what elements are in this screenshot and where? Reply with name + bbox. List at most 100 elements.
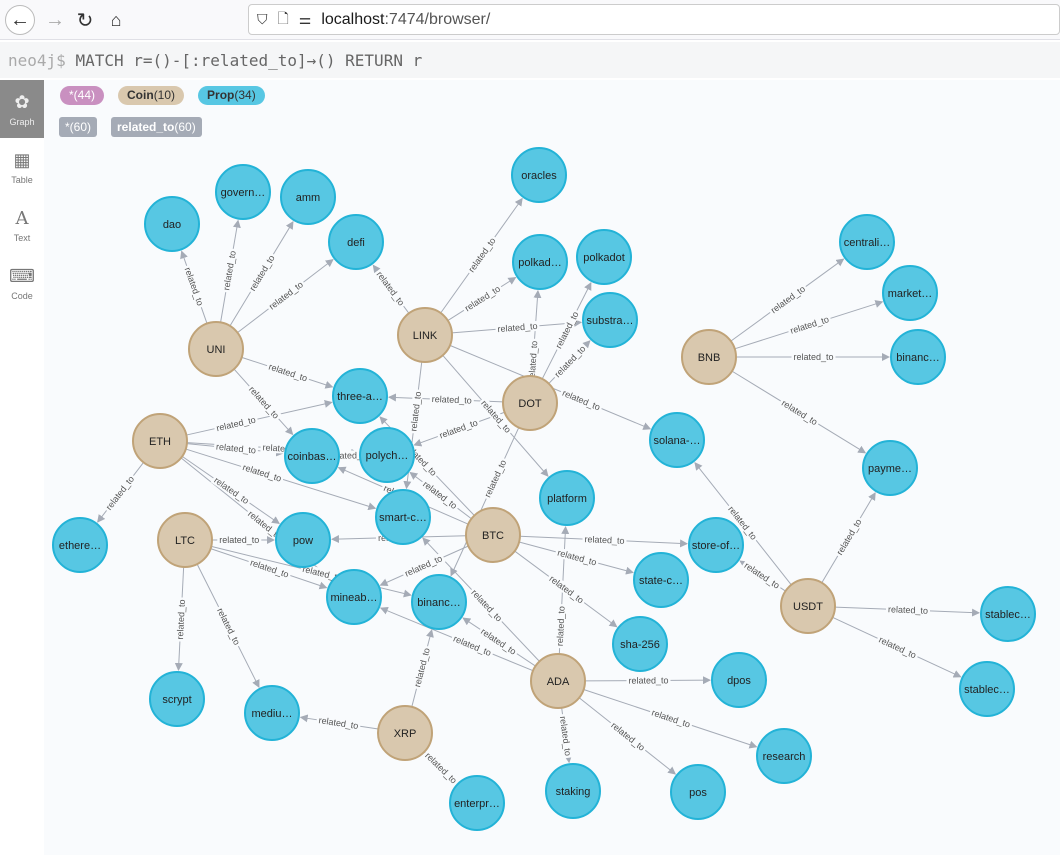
node-dpos[interactable]: dpos xyxy=(711,652,767,708)
node-caption: market… xyxy=(888,288,933,300)
relationship-label-ADA-staking: related_to xyxy=(557,713,574,759)
back-button[interactable]: ← xyxy=(5,5,35,35)
node-scrypt[interactable]: scrypt xyxy=(149,671,205,727)
url-host: localhost xyxy=(321,10,385,28)
view-code[interactable]: ⌨Code xyxy=(0,254,44,312)
node-caption: stablec… xyxy=(964,684,1010,696)
node-coinbase[interactable]: coinbas… xyxy=(284,428,340,484)
relationship-label: related_to xyxy=(483,458,509,499)
relationship-label: related_to xyxy=(555,606,567,646)
query-prompt: neo4j$ xyxy=(8,51,66,70)
node-solana[interactable]: solana-… xyxy=(649,412,705,468)
node-stablec1[interactable]: stablec… xyxy=(980,586,1036,642)
relationship-label: related_to xyxy=(553,310,580,350)
url-path: :7474/browser/ xyxy=(384,10,491,28)
relationship-label-LTC-medium: related_to xyxy=(214,604,243,649)
home-icon: ⌂ xyxy=(110,9,122,30)
relationship-label: related_to xyxy=(329,450,369,461)
relationship-label: related_to xyxy=(463,284,502,314)
reload-button[interactable]: ↻ xyxy=(70,5,100,35)
node-medium[interactable]: mediu… xyxy=(244,685,300,741)
node-amm[interactable]: amm xyxy=(280,169,336,225)
relationship-DOT-binanc2[interactable] xyxy=(450,427,520,577)
relationship-label: related_to xyxy=(497,321,538,334)
query-editor[interactable]: neo4j$ MATCH r=()-[:related_to]→() RETUR… xyxy=(0,42,1060,78)
node-sha256[interactable]: sha-256 xyxy=(612,616,668,672)
node-LINK[interactable]: LINK xyxy=(397,307,453,363)
relationship-label: related_to xyxy=(789,314,830,336)
relationship-label: related_to xyxy=(183,266,206,307)
node-BNB[interactable]: BNB xyxy=(681,329,737,385)
node-dao[interactable]: dao xyxy=(144,196,200,252)
node-substra[interactable]: substra… xyxy=(582,292,638,348)
rel-pill-related-to[interactable]: related_to(60) xyxy=(111,117,202,137)
node-caption: binanc… xyxy=(417,597,460,609)
node-ethere[interactable]: ethere… xyxy=(52,517,108,573)
node-pos[interactable]: pos xyxy=(670,764,726,820)
node-caption: enterpr… xyxy=(454,798,500,810)
node-caption: govern… xyxy=(221,187,266,199)
relationship-label-LINK-smartc: related_to xyxy=(408,388,424,434)
rel-pill-all[interactable]: *(60) xyxy=(59,117,98,137)
node-USDT[interactable]: USDT xyxy=(780,578,836,634)
node-UNI[interactable]: UNI xyxy=(188,321,244,377)
query-text: MATCH r=()-[:related_to]→() RETURN r xyxy=(75,51,423,70)
relationship-label: related_to xyxy=(408,391,423,432)
node-polkad[interactable]: polkad… xyxy=(512,234,568,290)
node-statec[interactable]: state-c… xyxy=(633,552,689,608)
label-pill-coin[interactable]: Coin(10) xyxy=(118,86,185,105)
node-polkadot[interactable]: polkadot xyxy=(576,229,632,285)
node-XRP[interactable]: XRP xyxy=(377,705,433,761)
shield-icon: ⛉ xyxy=(257,11,268,27)
arrow-right-icon: → xyxy=(45,8,65,31)
node-defi[interactable]: defi xyxy=(328,214,384,270)
label-pill-prop[interactable]: Prop(34) xyxy=(198,86,265,105)
node-staking[interactable]: staking xyxy=(545,763,601,819)
node-market[interactable]: market… xyxy=(882,265,938,321)
relationship-label-ADA-pos: related_to xyxy=(607,718,649,755)
reload-icon: ↻ xyxy=(76,9,94,32)
relationship-label-DOT-threea: related_to xyxy=(429,393,474,406)
node-LTC[interactable]: LTC xyxy=(157,512,213,568)
node-binanc2[interactable]: binanc… xyxy=(411,574,467,630)
url-bar[interactable]: ⛉ 🗋 ⚌ localhost:7474/browser/ xyxy=(248,4,1060,35)
node-DOT[interactable]: DOT xyxy=(502,375,558,431)
label-pill-all[interactable]: *(44) xyxy=(60,86,105,105)
node-caption: research xyxy=(763,751,806,763)
node-polych[interactable]: polych… xyxy=(359,427,415,483)
node-payme[interactable]: payme… xyxy=(862,440,918,496)
node-ETH[interactable]: ETH xyxy=(132,413,188,469)
relationship-label: related_to xyxy=(215,415,256,434)
node-oracles[interactable]: oracles xyxy=(511,147,567,203)
node-stablec2[interactable]: stablec… xyxy=(959,661,1015,717)
node-mineab[interactable]: mineab… xyxy=(326,569,382,625)
node-storeof[interactable]: store-of… xyxy=(688,517,744,573)
node-pow[interactable]: pow xyxy=(275,512,331,568)
home-button[interactable]: ⌂ xyxy=(101,5,131,35)
relationship-label: related_to xyxy=(241,462,282,483)
node-research[interactable]: research xyxy=(756,728,812,784)
view-table[interactable]: ▦Table xyxy=(0,138,44,196)
node-ADA[interactable]: ADA xyxy=(530,653,586,709)
node-threea[interactable]: three-a… xyxy=(332,368,388,424)
node-caption: binanc… xyxy=(896,352,939,364)
node-caption: LINK xyxy=(413,330,438,342)
forward-button[interactable]: → xyxy=(40,5,70,35)
node-centrali[interactable]: centrali… xyxy=(839,214,895,270)
relationship-label: related_to xyxy=(547,574,585,606)
node-smartc[interactable]: smart-c… xyxy=(375,489,431,545)
relationship-ETH-threea[interactable] xyxy=(186,399,333,436)
node-binanc1[interactable]: binanc… xyxy=(890,329,946,385)
relationship-label: related_to xyxy=(267,362,308,384)
node-gov[interactable]: govern… xyxy=(215,164,271,220)
relationship-label-LINK-polkad: related_to xyxy=(461,282,504,315)
view-graph[interactable]: ✿Graph xyxy=(0,80,44,138)
node-BTC[interactable]: BTC xyxy=(465,507,521,563)
node-enterpr[interactable]: enterpr… xyxy=(449,775,505,831)
node-platform[interactable]: platform xyxy=(539,470,595,526)
permissions-icon: ⚌ xyxy=(298,11,312,27)
